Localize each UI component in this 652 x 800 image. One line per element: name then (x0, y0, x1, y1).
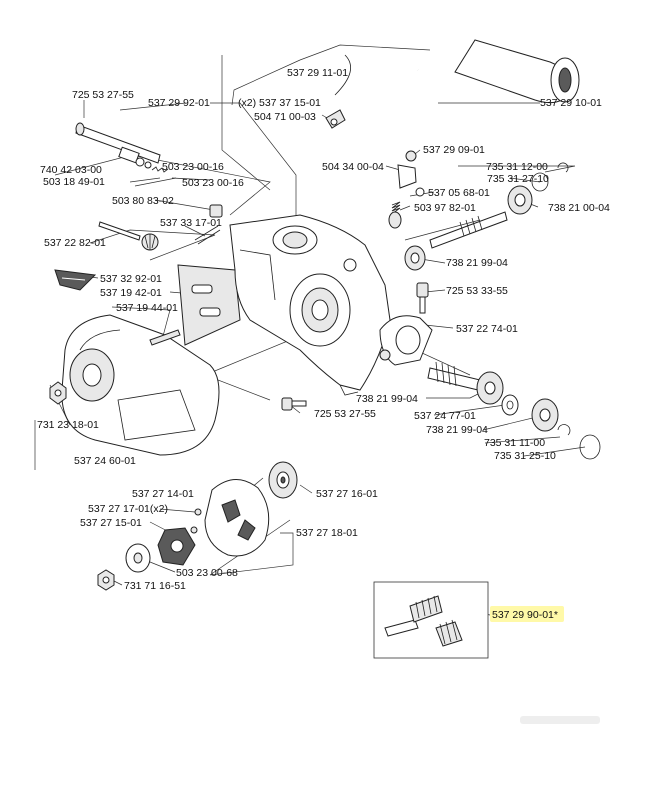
label-731-23-18-01: 731 23 18-01 (37, 419, 99, 431)
drum-537-27-18-01 (204, 479, 270, 557)
bolt-part (98, 221, 221, 251)
cover-part-537-24-60-01 (61, 314, 220, 456)
bolt-725-53-27-55-lower (281, 397, 307, 411)
label-537-19-44-01: 537 19 44-01 (116, 302, 178, 314)
label-537-29-11-01: 537 29 11-01 (287, 67, 348, 79)
small-washers (135, 157, 223, 218)
ring-735-31-25-10 (579, 434, 601, 460)
label-537-29-10-01: 537 29 10-01 (540, 97, 602, 109)
label-537-29-90-01: 537 29 90-01* (492, 609, 558, 621)
label-537-37-15-01: (x2) 537 37 15-01 (238, 97, 321, 109)
label-537-32-92-01: 537 32 92-01 (100, 273, 162, 285)
label-504-71-00-03: 504 71 00-03 (254, 111, 316, 123)
bearing-738-21-99-04-lower-2 (531, 398, 559, 432)
label-738-21-99-04-a: 738 21 99-04 (446, 257, 508, 269)
oil-fittings (388, 150, 425, 229)
lower-shaft (427, 361, 481, 391)
pin-part-537-19-44-01 (149, 329, 181, 346)
label-735-31-25-10: 735 31 25-10 (494, 450, 556, 462)
clutch-hub-537-27-15-01 (157, 527, 196, 566)
fitting-504-71-00-03 (325, 109, 346, 129)
bearing-block (379, 315, 433, 366)
nut-part (49, 381, 67, 405)
label-537-24-77-01: 537 24 77-01 (414, 410, 476, 422)
upper-shaft (429, 211, 508, 249)
label-highlight (490, 606, 564, 622)
label-537-24-60-01: 537 24 60-01 (74, 455, 136, 467)
label-735-31-12-00: 735 31 12-00 (486, 161, 548, 173)
plate-part-537-32-92-01 (54, 269, 97, 291)
label-504-34-00-04: 504 34 00-04 (322, 161, 384, 173)
label-735-31-11-00: 735 31 11-00 (484, 437, 545, 449)
label-537-22-82-01: 537 22 82-01 (44, 237, 106, 249)
clutch-drum-537-27-16-01 (268, 461, 298, 499)
springs-537-27-17-01 (190, 508, 202, 534)
main-housing (229, 214, 391, 396)
label-537-27-14-01: 537 27 14-01 (132, 488, 194, 500)
label-537-33-17-01: 537 33 17-01 (160, 217, 222, 229)
label-738-21-99-04-c: 738 21 99-04 (426, 424, 488, 436)
label-731-71-16-51: 731 71 16-51 (124, 580, 186, 592)
label-503-23-00-16-b: 503 23 00-16 (182, 177, 244, 189)
label-537-27-15-01: 537 27 15-01 (80, 517, 142, 529)
gear-set-inset (373, 581, 489, 659)
label-503-80-83-02: 503 80 83-02 (112, 195, 174, 207)
clip-735-31-12-00 (557, 162, 569, 173)
label-738-21-00-04: 738 21 00-04 (548, 202, 610, 214)
label-503-23-00-68: 503 23 00-68 (176, 567, 238, 579)
label-725-53-33-55: 725 53 33-55 (446, 285, 508, 297)
part-number-labels: 537 29 11-01 725 53 27-55 537 29 92-01 (… (37, 67, 610, 621)
label-537-05-68-01: 537 05 68-01 (428, 187, 490, 199)
spacer-537-24-77-01 (501, 394, 519, 416)
bearing-738-21-99-04-lower-1 (476, 371, 504, 405)
ring-735-31-27-10 (531, 172, 549, 192)
hose-part (334, 54, 428, 156)
housing-part-537-29-10-01 (454, 39, 580, 104)
label-503-97-82-01: 503 97 82-01 (414, 202, 476, 214)
label-738-21-99-04-b: 738 21 99-04 (356, 393, 418, 405)
bearing-738-21-00-04 (507, 185, 533, 215)
scroll-indicator (520, 716, 600, 724)
label-537-27-17-01: 537 27 17-01(x2) (88, 503, 168, 515)
clip-735-31-11-00 (557, 424, 571, 436)
label-503-18-49-01: 503 18 49-01 (43, 176, 105, 188)
label-537-27-18-01: 537 27 18-01 (296, 527, 358, 539)
label-537-19-42-01: 537 19 42-01 (100, 287, 162, 299)
label-740-42-03-00: 740 42 03-00 (40, 164, 102, 176)
label-725-53-27-55-b: 725 53 27-55 (314, 408, 376, 420)
bolt-725-53-33-55 (416, 282, 429, 314)
nut-731-71-16-51 (97, 569, 115, 591)
label-725-53-27-55: 725 53 27-55 (72, 89, 134, 101)
washer-503-23-00-68 (125, 543, 151, 573)
shaft-part (75, 122, 161, 164)
plate-part-537-19-42-01 (177, 264, 241, 346)
label-537-22-74-01: 537 22 74-01 (456, 323, 518, 335)
label-537-27-16-01: 537 27 16-01 (316, 488, 378, 500)
bearing-738-21-99-04-upper (404, 245, 426, 271)
label-537-29-09-01: 537 29 09-01 (423, 144, 485, 156)
label-735-31-27-10: 735 31 27-10 (487, 173, 549, 185)
label-537-29-92-01: 537 29 92-01 (148, 97, 210, 109)
label-503-23-00-16-a: 503 23 00-16 (162, 161, 224, 173)
